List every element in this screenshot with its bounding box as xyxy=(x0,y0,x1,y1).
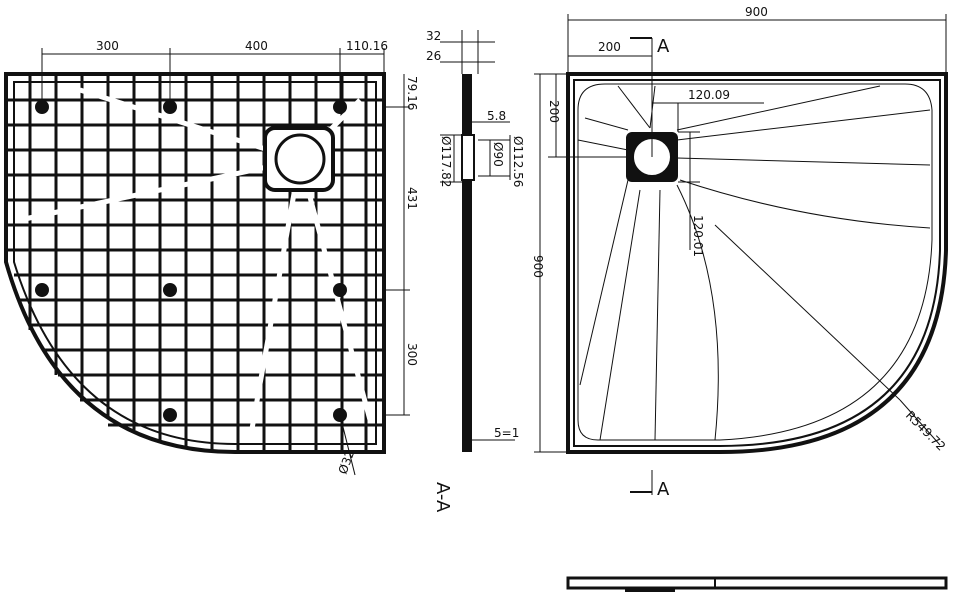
profile-body xyxy=(566,576,948,590)
dim-90: Ø90 xyxy=(491,142,505,167)
dim-radius: R549.72 xyxy=(903,408,948,453)
section-dimension-lines xyxy=(440,30,515,441)
dim-5-8: 5.8 xyxy=(487,109,506,123)
bottom-view-outline xyxy=(4,72,386,454)
dim-26-section: 26 xyxy=(426,49,441,63)
section-body xyxy=(462,74,472,452)
foot xyxy=(35,283,49,297)
dim-110: 110.16 xyxy=(346,39,388,53)
dim-117: Ø117.82 xyxy=(439,136,453,187)
drain-hole xyxy=(274,133,326,185)
dim-120-01: 120.01 xyxy=(691,215,705,257)
dim-79: 79.16 xyxy=(405,76,419,110)
top-view: 900 200 200 900 120.09 120.01 R549.72 A … xyxy=(531,5,948,500)
foot xyxy=(35,100,49,114)
foot xyxy=(163,408,177,422)
bottom-view: 300 400 110.16 79.16 431 300 Ø32 xyxy=(4,39,419,476)
dim-32-section: 32 xyxy=(426,29,441,43)
dim-431: 431 xyxy=(405,187,419,210)
foot xyxy=(333,283,347,297)
drainage-channels xyxy=(577,85,931,441)
side-profile xyxy=(566,576,948,592)
section-drain xyxy=(461,134,475,181)
profile-drain xyxy=(625,588,675,592)
dim-112: Ø112.56 xyxy=(511,136,525,187)
foot xyxy=(163,283,177,297)
dim-5-1: 5=1 xyxy=(494,426,519,440)
dim-900-top: 900 xyxy=(745,5,768,19)
tray-basin xyxy=(577,83,933,441)
top-view-dimension-lines xyxy=(534,14,947,495)
bottom-view-dimension-lines xyxy=(41,48,410,476)
section-label: A-A xyxy=(432,482,453,513)
dim-400-top: 400 xyxy=(245,39,268,53)
dim-200-top: 200 xyxy=(598,40,621,54)
dim-900-left: 900 xyxy=(531,255,545,278)
foot xyxy=(333,100,347,114)
support-feet xyxy=(35,100,347,422)
dim-300-right: 300 xyxy=(405,343,419,366)
section-mark-top: A xyxy=(657,36,670,57)
dim-120-09: 120.09 xyxy=(688,88,730,102)
top-view-outline xyxy=(566,72,948,454)
section-mark-bottom: A xyxy=(657,479,670,500)
dim-300-top: 300 xyxy=(96,39,119,53)
section-view: 32 26 5.8 Ø117.82 Ø90 Ø112.56 5=1 A-A xyxy=(426,29,525,513)
top-view-inner-outline xyxy=(573,79,941,447)
foot xyxy=(163,100,177,114)
dim-200-left: 200 xyxy=(547,100,561,123)
